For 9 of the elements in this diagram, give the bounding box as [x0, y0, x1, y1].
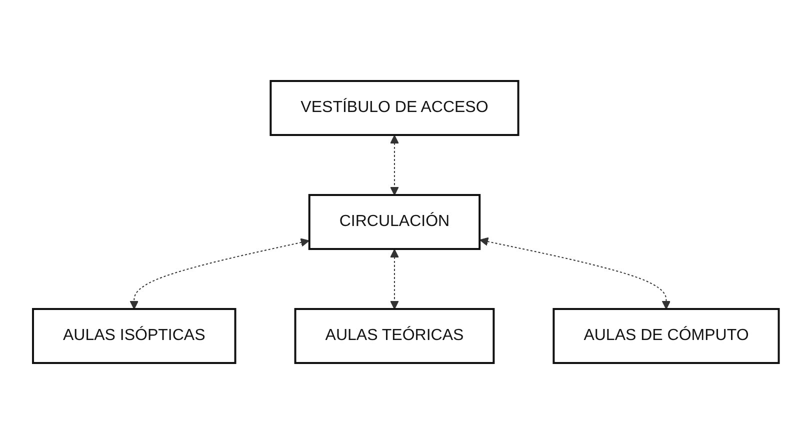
node-box: AULAS DE CÓMPUTO [552, 308, 780, 364]
node-box: VESTÍBULO DE ACCESO [270, 80, 520, 136]
node-box: CIRCULACIÓN [308, 194, 481, 250]
arrow [390, 248, 399, 309]
arrow [480, 236, 671, 309]
arrow [390, 134, 399, 195]
arrow [130, 238, 310, 309]
node-box: AULAS ISÓPTICAS [32, 308, 236, 364]
node-box: AULAS TEÓRICAS [294, 308, 495, 364]
